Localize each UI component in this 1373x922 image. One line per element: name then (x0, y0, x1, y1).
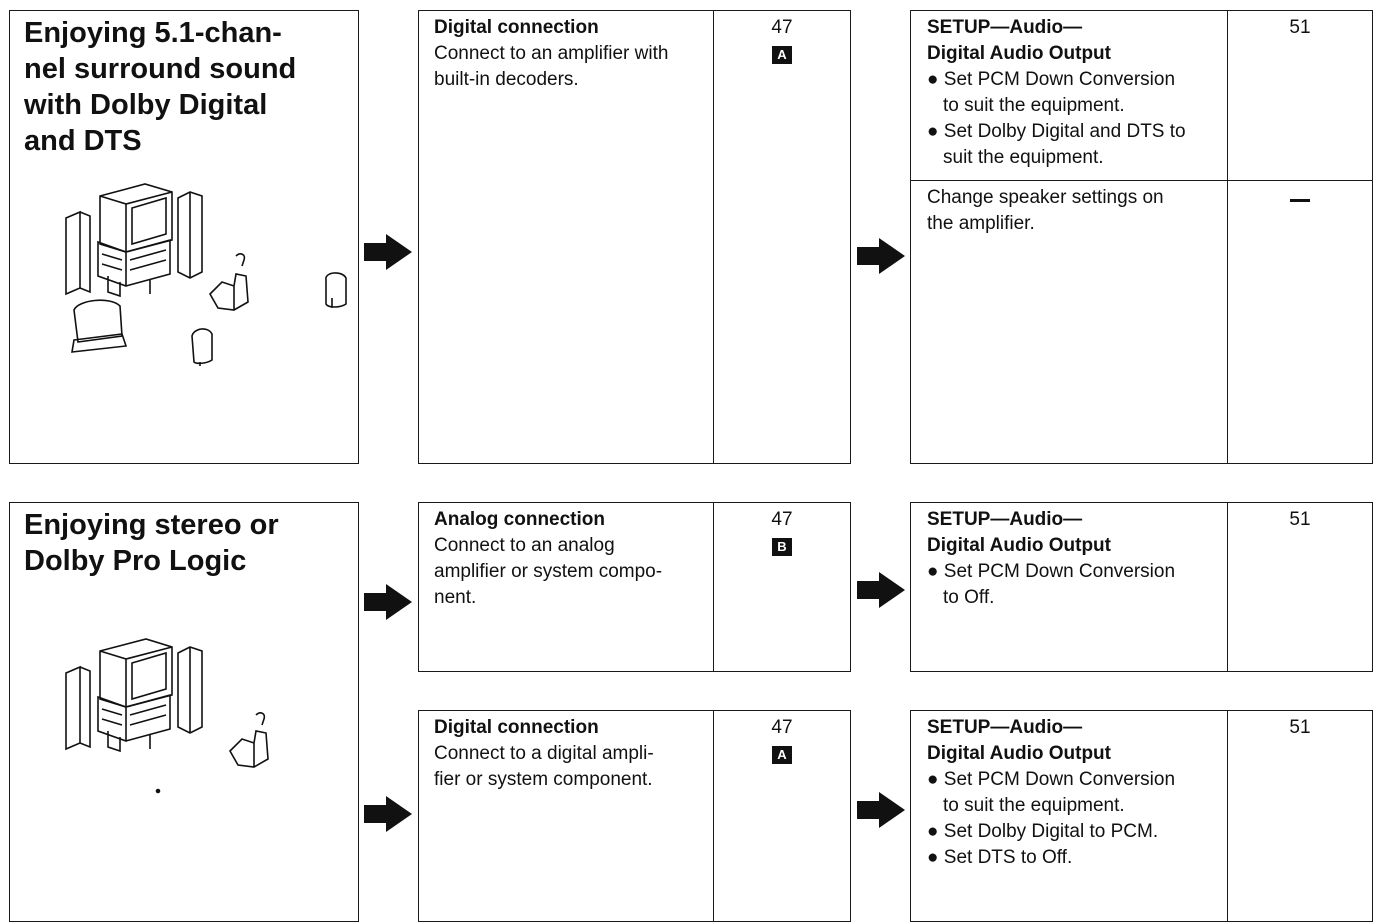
analog-connection-box: Analog connection Connect to an analog a… (418, 502, 851, 672)
setup-bullet: ● Set DTS to Off. (927, 847, 1073, 868)
surround-speaker-setup-illustration (65, 183, 347, 366)
setup-bullet: ● Set Dolby Digital to PCM. (927, 821, 1159, 842)
page-reference-column: 51 (1227, 11, 1372, 181)
analog-text-line: amplifier or system compo- (434, 561, 663, 582)
bullet-text: Set Dolby Digital to PCM. (943, 821, 1159, 842)
setup-description: SETUP—Audio— Digital Audio Output ● Set … (911, 711, 1229, 921)
right-arrow-icon (857, 792, 905, 828)
page-number: 51 (1289, 17, 1311, 38)
setup-analog-box: SETUP—Audio— Digital Audio Output ● Set … (910, 502, 1373, 672)
bullet-text: Set DTS to Off. (943, 847, 1073, 868)
connection-badge: A (772, 46, 792, 64)
title-line: Dolby Pro Logic (24, 545, 247, 577)
bullet-text: to suit the equipment. (943, 795, 1125, 816)
page-number: 51 (1289, 509, 1311, 530)
page-reference-column: — (1227, 181, 1372, 463)
setup-description: SETUP—Audio— Digital Audio Output ● Set … (911, 503, 1229, 671)
page-reference-column: 51 (1227, 711, 1372, 921)
connection-description: Digital connection Connect to an amplifi… (419, 11, 715, 463)
title-line: Enjoying 5.1-chan- (24, 17, 282, 49)
title-line: and DTS (24, 125, 142, 157)
bullet-text: to suit the equipment. (943, 95, 1125, 116)
digital-text-line: Connect to a digital ampli- (434, 743, 654, 764)
setup-digital-box: SETUP—Audio— Digital Audio Output ● Set … (910, 710, 1373, 922)
digital-description: Digital connection Connect to a digital … (419, 711, 715, 921)
right-arrow-icon (364, 796, 412, 832)
speaker-text-line: Change speaker settings on (927, 187, 1164, 208)
title-line: with Dolby Digital (24, 89, 268, 121)
surround-section-box: Enjoying 5.1-chan- nel surround sound wi… (9, 10, 359, 464)
setup-box: SETUP—Audio— Digital Audio Output ● Set … (910, 10, 1373, 464)
connection-heading: Digital connection (434, 17, 599, 38)
bullet-text: Set Dolby Digital and DTS to (943, 121, 1186, 142)
analog-heading: Analog connection (434, 509, 605, 530)
bullet-text: Set PCM Down Conversion (943, 769, 1176, 790)
digital-text-line: fier or system component. (434, 769, 653, 790)
page-number: 51 (1289, 717, 1311, 738)
surround-title: Enjoying 5.1-chan- nel surround sound wi… (24, 15, 296, 159)
right-arrow-icon (857, 572, 905, 608)
page-number: 47 (771, 509, 793, 530)
page-reference-column: 47 A (713, 711, 850, 921)
setup-heading: Digital Audio Output (927, 743, 1111, 764)
title-line: nel surround sound (24, 53, 297, 85)
digital-connection-box: Digital connection Connect to an amplifi… (418, 10, 851, 464)
right-arrow-icon (364, 234, 412, 270)
setup-heading: Digital Audio Output (927, 535, 1111, 556)
setup-heading: Digital Audio Output (927, 43, 1111, 64)
speaker-description: Change speaker settings on the amplifier… (911, 181, 1229, 463)
setup-heading: SETUP—Audio— (927, 717, 1083, 738)
page-reference-column: 51 (1227, 503, 1372, 671)
connection-text-line: Connect to an amplifier with (434, 43, 669, 64)
digital-connection-box-2: Digital connection Connect to a digital … (418, 710, 851, 922)
speaker-text-line: the amplifier. (927, 213, 1035, 234)
page-number: 47 (771, 717, 793, 738)
connection-text-line: built-in decoders. (434, 69, 579, 90)
stereo-speaker-setup-illustration (65, 638, 269, 794)
bullet-text: Set PCM Down Conversion (943, 561, 1176, 582)
speaker-settings-row: Change speaker settings on the amplifier… (911, 180, 1372, 463)
page-reference-column: 47 B (713, 503, 850, 671)
title-line: Enjoying stereo or (24, 509, 279, 541)
digital-heading: Digital connection (434, 717, 599, 738)
analog-text-line: Connect to an analog (434, 535, 615, 556)
analog-badge: B (772, 538, 792, 556)
no-page-dash (1290, 199, 1310, 202)
stereo-title: Enjoying stereo or Dolby Pro Logic (24, 507, 279, 579)
bullet-text: to Off. (943, 587, 995, 608)
page-reference-column: 47 A (713, 11, 850, 463)
setup-heading: SETUP—Audio— (927, 17, 1083, 38)
setup-description: SETUP—Audio— Digital Audio Output ● Set … (911, 11, 1229, 181)
bullet-text: suit the equipment. (943, 147, 1104, 168)
digital-badge: A (772, 746, 792, 764)
bullet-text: Set PCM Down Conversion (943, 69, 1176, 90)
analog-text-line: nent. (434, 587, 477, 608)
analog-description: Analog connection Connect to an analog a… (419, 503, 715, 671)
right-arrow-icon (364, 584, 412, 620)
stereo-section-box: Enjoying stereo or Dolby Pro Logic (9, 502, 359, 922)
page-number: 47 (771, 17, 793, 38)
right-arrow-icon (857, 238, 905, 274)
setup-heading: SETUP—Audio— (927, 509, 1083, 530)
